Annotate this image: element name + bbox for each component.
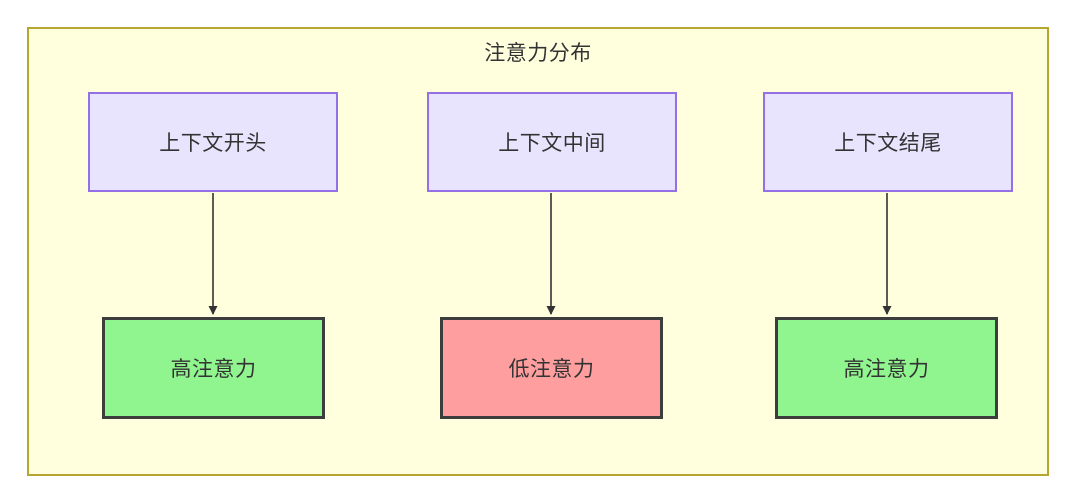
node-attention-middle-label: 低注意力 <box>508 358 595 381</box>
node-context-start-label: 上下文开头 <box>159 132 267 155</box>
node-context-middle[interactable]: 上下文中间 <box>427 92 677 192</box>
node-attention-start[interactable]: 高注意力 <box>102 317 325 419</box>
subgraph-title: 注意力分布 <box>484 42 592 65</box>
node-context-end[interactable]: 上下文结尾 <box>763 92 1013 192</box>
node-attention-start-label: 高注意力 <box>170 358 257 381</box>
node-attention-end[interactable]: 高注意力 <box>775 317 998 419</box>
node-context-middle-label: 上下文中间 <box>498 132 606 155</box>
node-context-end-label: 上下文结尾 <box>834 132 942 155</box>
node-attention-end-label: 高注意力 <box>843 358 930 381</box>
node-context-start[interactable]: 上下文开头 <box>88 92 338 192</box>
node-attention-middle[interactable]: 低注意力 <box>440 317 663 419</box>
